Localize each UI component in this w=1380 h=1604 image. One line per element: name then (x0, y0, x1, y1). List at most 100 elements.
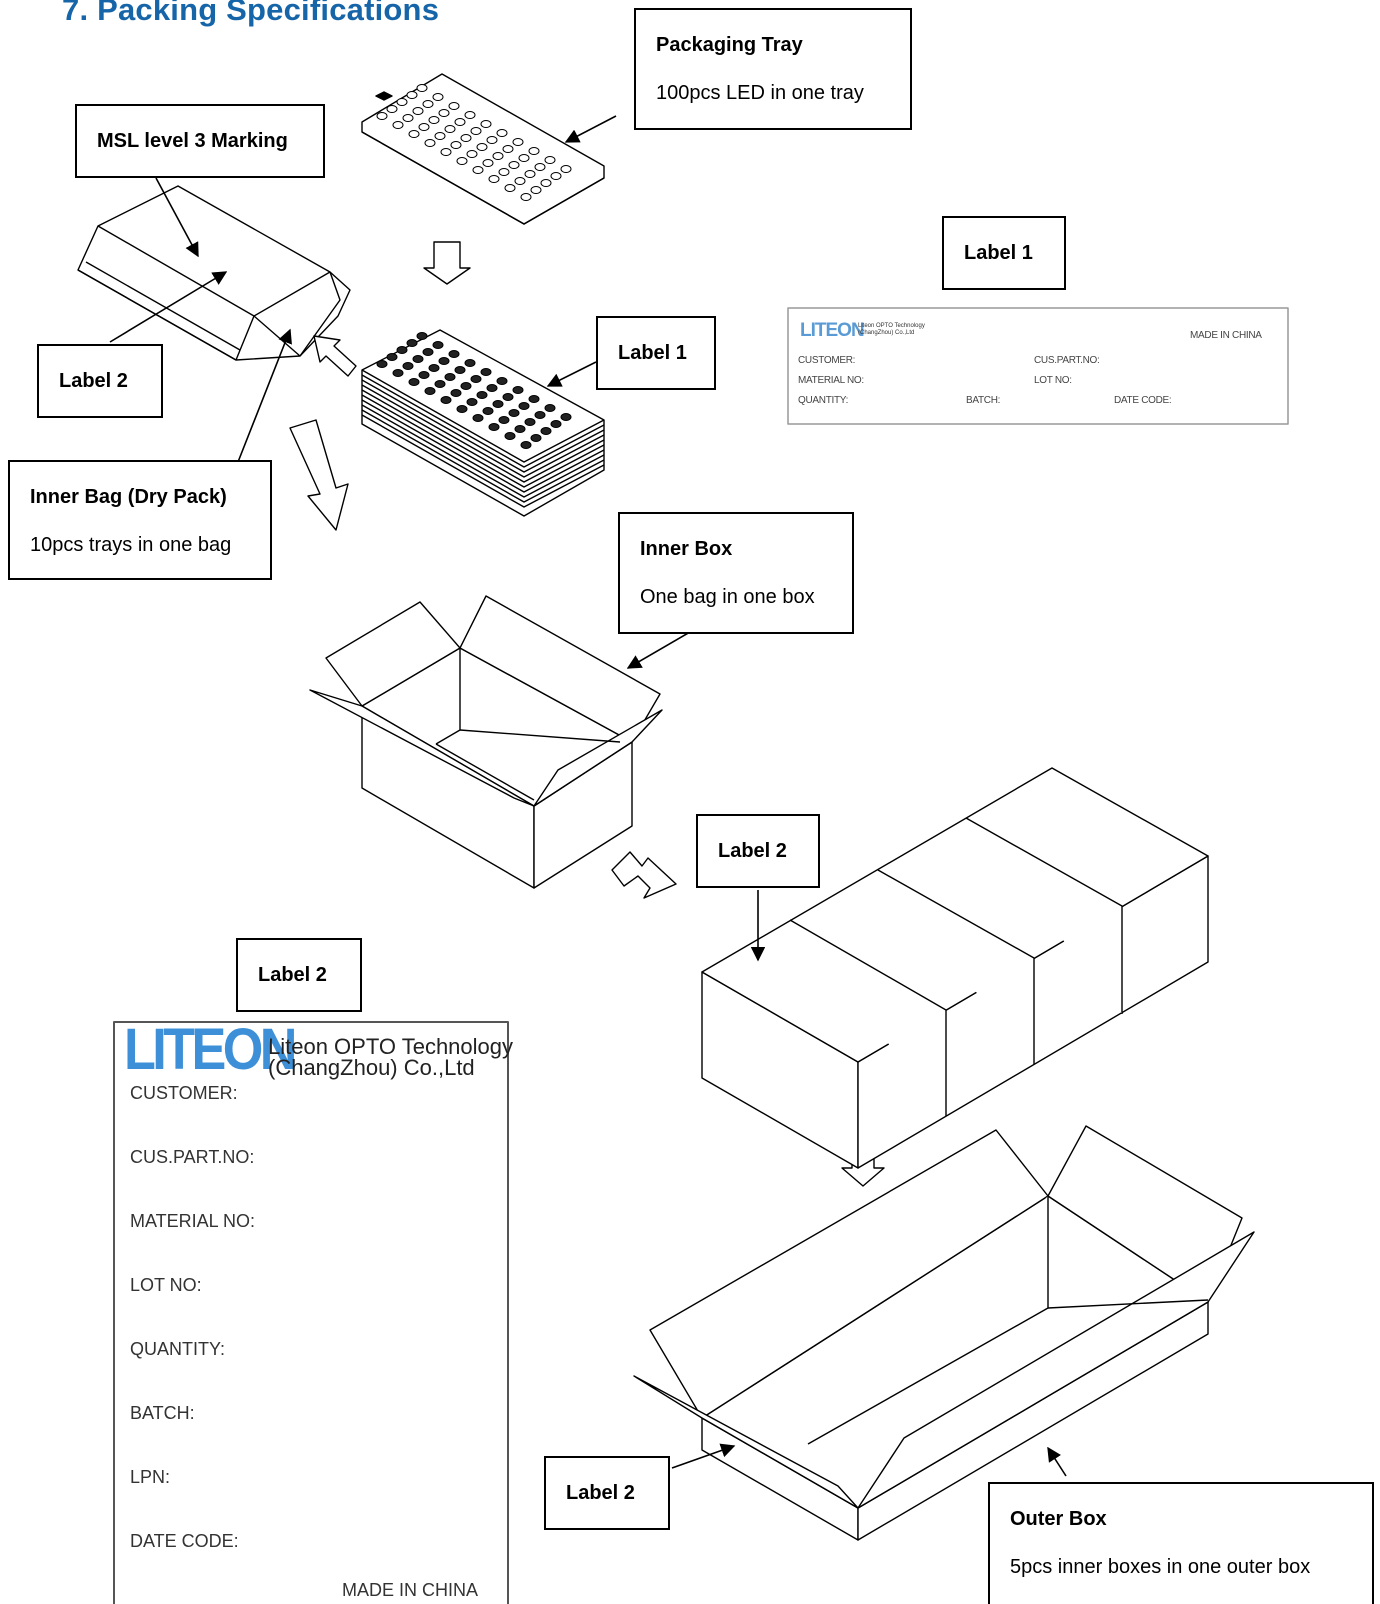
tray-cell (460, 134, 472, 142)
field-material: MATERIAL NO: (130, 1211, 256, 1231)
tray-cell (540, 427, 552, 435)
tray-stack-cells (376, 332, 572, 449)
tray-cell (528, 395, 540, 403)
field-quantity: QUANTITY: (798, 395, 849, 406)
field-customer: CUSTOMER: (130, 1083, 238, 1103)
callout-text: 10pcs trays in one bag (30, 534, 232, 556)
label1-sample-frame (787, 307, 1289, 425)
arrow-msl (155, 177, 199, 258)
tray-cell (402, 114, 414, 122)
liteon-logo: LITEON (124, 1017, 297, 1082)
tray-cell (392, 369, 404, 377)
tray-cell (520, 193, 532, 201)
label1-tray-callout: Label 1 (596, 316, 716, 390)
tray-cell (434, 132, 446, 140)
tray-cell (408, 378, 420, 386)
made-in-china: MADE IN CHINA (1190, 330, 1262, 341)
tray-cell (550, 172, 562, 180)
inner-box-row-illustration (701, 767, 1209, 1169)
tray-cell (376, 360, 388, 368)
stacked-tray-edge (361, 394, 605, 488)
tray-cell (444, 373, 456, 381)
page-title: 7. Packing Specifications (62, 0, 440, 27)
tray-cell (560, 165, 572, 173)
tray-cell (418, 123, 430, 131)
stacked-tray-edge (361, 384, 605, 478)
tray-cell (450, 141, 462, 149)
tray-cell (412, 355, 424, 363)
inner-bag-illustration (77, 185, 351, 361)
tray-cell (416, 332, 428, 340)
tray-cell (386, 353, 398, 361)
tray-cell (488, 175, 500, 183)
hollow-arrow-to-bag (313, 335, 357, 377)
stacked-tray-edge (361, 404, 605, 498)
field-batch: BATCH: (966, 395, 1001, 406)
field-lot: LOT NO: (1034, 375, 1072, 386)
hollow-arrow-to-row (611, 851, 677, 899)
tray-cell (504, 432, 516, 440)
tray-cell (454, 118, 466, 126)
tray-cell (464, 111, 476, 119)
field-quantity: QUANTITY: (130, 1339, 226, 1359)
arrow-label2-bag (109, 271, 228, 343)
tray-cell (476, 143, 488, 151)
tray-cell (502, 145, 514, 153)
tray-cell (392, 121, 404, 129)
field-material: MATERIAL NO: (798, 375, 864, 386)
stacked-tray-edge (361, 409, 605, 503)
field-cus-part: CUS.PART.NO: (130, 1147, 255, 1167)
tray-cell (424, 139, 436, 147)
tray-cell (376, 112, 388, 120)
tray-cell (396, 346, 408, 354)
tray-cell (534, 411, 546, 419)
company-name: Liteon OPTO Technology (ChangZhou) Co.,L… (858, 323, 925, 336)
packaging-tray-callout: Packaging Tray 100pcs LED in one tray (634, 8, 912, 130)
tray-cell (424, 387, 436, 395)
field-customer: CUSTOMER: (798, 355, 856, 366)
callout-heading: Label 2 (566, 1482, 635, 1504)
tray-cell (498, 168, 510, 176)
tray-cell (466, 398, 478, 406)
tray-cell (518, 402, 530, 410)
tray-cell (530, 186, 542, 194)
tray-cell (530, 434, 542, 442)
tray-cell (416, 84, 428, 92)
tray-cell (496, 129, 508, 137)
label1-top-callout: Label 1 (942, 216, 1066, 290)
inner-bag-callout: Inner Bag (Dry Pack) 10pcs trays in one … (8, 460, 272, 580)
tray-cell (508, 161, 520, 169)
arrow-label2-outer (671, 1443, 736, 1469)
tray-cell (512, 386, 524, 394)
tray-cell (434, 380, 446, 388)
tray-cell (428, 116, 440, 124)
tray-cell (472, 166, 484, 174)
stacked-tray-edge (361, 379, 605, 473)
tray-cell (464, 359, 476, 367)
tray-cell (534, 163, 546, 171)
stacked-tray-edge (361, 414, 605, 508)
tray-cell (486, 384, 498, 392)
tray-cell (488, 423, 500, 431)
tray-cell (508, 409, 520, 417)
tray-stack-illustration (361, 329, 605, 517)
arrow-outer-box (1047, 1446, 1067, 1477)
tray-cell (438, 109, 450, 117)
tray-cell (422, 348, 434, 356)
tray-cell (470, 127, 482, 135)
tray-cell (444, 125, 456, 133)
tray-cell (472, 414, 484, 422)
callout-heading: Packaging Tray (656, 34, 803, 56)
tray-cell (528, 147, 540, 155)
tray-cell (448, 350, 460, 358)
tray-cell (550, 420, 562, 428)
tray-cell (448, 102, 460, 110)
hollow-arrow-down-1 (423, 241, 471, 285)
field-lpn: LPN: (130, 1467, 171, 1487)
outer-box-callout: Outer Box 5pcs inner boxes in one outer … (988, 1482, 1374, 1604)
tray-cell (480, 368, 492, 376)
tray-cell (544, 156, 556, 164)
single-tray-cells (376, 84, 572, 201)
callout-text: 100pcs LED in one tray (656, 82, 864, 104)
